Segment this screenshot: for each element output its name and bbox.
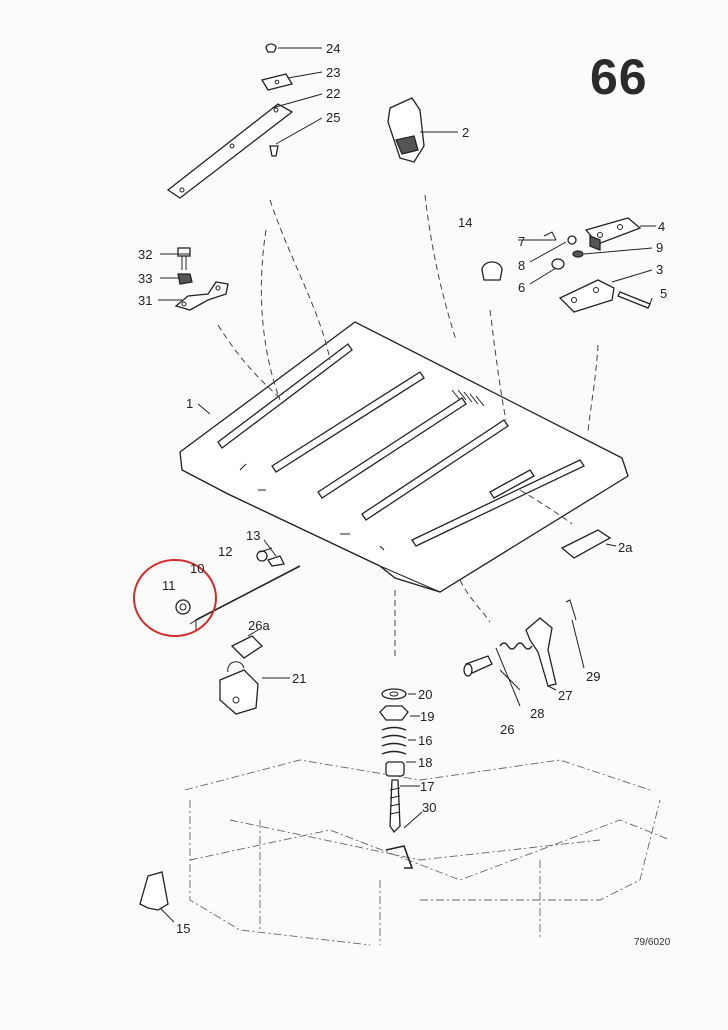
part-19-nut xyxy=(379,705,409,721)
callout-26a: 26a xyxy=(248,618,270,633)
callout-labels: 24 23 22 25 2 14 4 7 9 8 3 6 5 32 33 31 … xyxy=(138,41,667,936)
part-26-guide-pin xyxy=(463,655,493,677)
part-31-bracket xyxy=(174,281,229,311)
part-13-clip xyxy=(266,555,285,567)
callout-30: 30 xyxy=(422,800,436,815)
highlight-circle xyxy=(133,559,217,637)
callout-22: 22 xyxy=(326,86,340,101)
leader-lines xyxy=(158,47,656,923)
callout-10: 10 xyxy=(190,561,204,576)
callout-15: 15 xyxy=(176,921,190,936)
part-32-bolt xyxy=(177,247,191,270)
part-17-striker-pin xyxy=(389,779,401,834)
callout-2a: 2a xyxy=(618,540,633,555)
part-10-support-rod xyxy=(189,565,301,630)
callout-19: 19 xyxy=(420,709,434,724)
callout-29: 29 xyxy=(586,669,600,684)
drawing-reference: 79/6020 xyxy=(634,937,671,948)
callout-9: 9 xyxy=(656,240,663,255)
callout-17: 17 xyxy=(420,779,434,794)
part-33-nut xyxy=(177,273,193,285)
callout-27: 27 xyxy=(558,688,572,703)
part-2-latch xyxy=(387,97,425,163)
part-12-clip xyxy=(256,550,268,562)
part-4-hinge-plate xyxy=(584,217,642,251)
callout-26: 26 xyxy=(500,722,514,737)
part-23-plate xyxy=(260,73,294,91)
hood-vent-slots xyxy=(451,389,485,407)
part-25-screw xyxy=(269,145,279,157)
part-24-rivet xyxy=(265,43,277,53)
callout-1: 1 xyxy=(186,396,193,411)
part-14-buffer xyxy=(481,261,503,281)
callout-12: 12 xyxy=(218,544,232,559)
callout-6: 6 xyxy=(518,280,525,295)
page-number: 66 xyxy=(590,49,648,105)
callout-4: 4 xyxy=(658,219,665,234)
part-16-spring xyxy=(381,726,407,755)
callout-20: 20 xyxy=(418,687,432,702)
callout-28: 28 xyxy=(530,706,544,721)
part-15-stop-buffer xyxy=(139,871,169,911)
part-27-release-lever xyxy=(525,617,557,687)
part-20-washer xyxy=(381,688,407,700)
part-9-washer xyxy=(572,250,584,258)
part-22-hinge-bar xyxy=(166,103,294,199)
callout-18: 18 xyxy=(418,755,432,770)
callout-8: 8 xyxy=(518,258,525,273)
assembly-lines xyxy=(217,194,599,660)
callout-16: 16 xyxy=(418,733,432,748)
part-6-nut xyxy=(551,258,565,270)
callout-23: 23 xyxy=(326,65,340,80)
part-7-split-pin xyxy=(543,231,557,241)
callout-5: 5 xyxy=(660,286,667,301)
vehicle-body-outline xyxy=(184,759,671,946)
part-5-hinge-pin xyxy=(617,291,651,309)
hood-panel xyxy=(179,321,629,593)
callout-33: 33 xyxy=(138,271,152,286)
part-30-safety-catch xyxy=(385,845,414,869)
callout-11: 11 xyxy=(162,578,176,593)
callout-3: 3 xyxy=(656,262,663,277)
callout-14: 14 xyxy=(458,215,472,230)
part-21-hood-lock xyxy=(219,661,259,715)
callout-7: 7 xyxy=(518,234,525,249)
part-28-spring xyxy=(499,642,533,650)
callout-32: 32 xyxy=(138,247,152,262)
part-8-screw xyxy=(567,235,577,245)
callout-13: 13 xyxy=(246,528,260,543)
part-2a-rubber-pad xyxy=(560,529,612,559)
part-18-bush xyxy=(385,761,405,777)
part-29-pin xyxy=(565,599,577,621)
callout-24: 24 xyxy=(326,41,340,56)
callout-25: 25 xyxy=(326,110,340,125)
callout-2: 2 xyxy=(462,125,469,140)
callout-21: 21 xyxy=(292,671,306,686)
part-3-hinge xyxy=(558,279,615,313)
callout-31: 31 xyxy=(138,293,152,308)
part-26a-bracket xyxy=(230,635,264,659)
part-11-rod-grommet xyxy=(175,599,191,615)
